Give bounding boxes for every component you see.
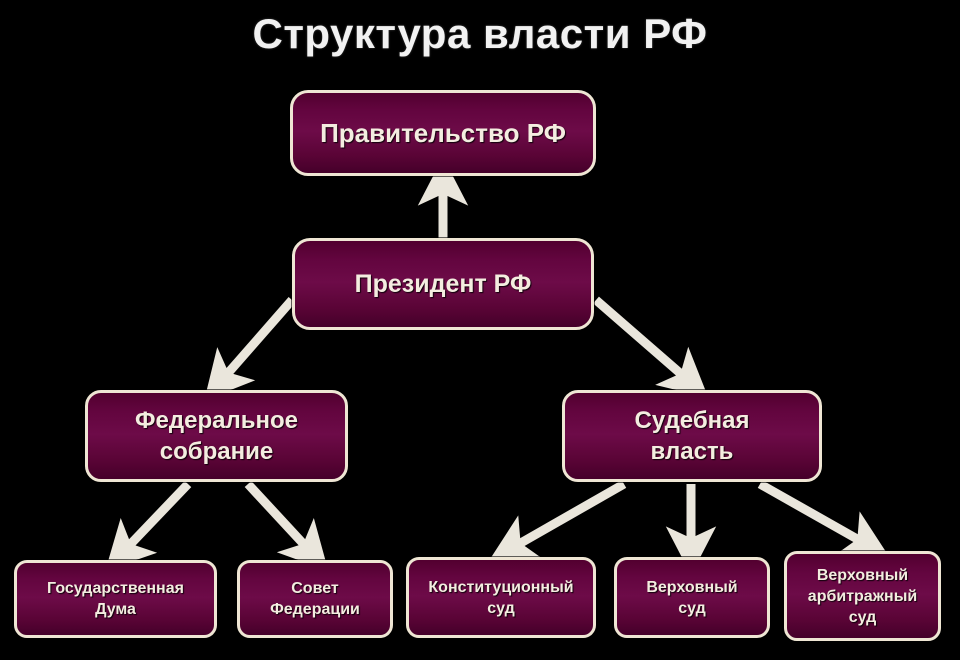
node-supreme-arbitration-court-label: Верховный арбитражный суд	[795, 565, 930, 628]
edge-judicial-branch-to-constitutional-court	[488, 480, 627, 562]
node-constitutional-court-line2: суд	[487, 599, 515, 617]
node-constitutional-court-line1: Конституционный	[428, 578, 574, 596]
node-federation-council-line1: Совет	[291, 580, 339, 597]
edge-federal-assembly-to-state-duma	[105, 480, 192, 571]
node-federation-council-label: Совет Федерации	[248, 578, 382, 620]
node-federal-assembly-line2: собрание	[159, 438, 274, 465]
node-government-label: Правительство РФ	[320, 118, 566, 148]
node-supreme-court-line1: Верховный	[646, 578, 738, 596]
node-state-duma-line1: Государственная	[47, 580, 184, 597]
node-supreme-court-label: Верховный суд	[625, 577, 759, 619]
node-supreme-arbitration-court[interactable]: Верховный арбитражный суд	[784, 551, 941, 641]
node-federation-council[interactable]: Совет Федерации	[237, 560, 393, 638]
node-president-label: Президент РФ	[354, 270, 532, 298]
node-supreme-court[interactable]: Верховный суд	[614, 557, 770, 638]
node-judicial-branch-line1: Судебная	[634, 407, 750, 434]
node-state-duma-line2: Дума	[95, 601, 136, 618]
node-president[interactable]: Президент РФ	[292, 238, 594, 330]
node-federal-assembly-label: Федеральное собрание	[96, 405, 337, 467]
edge-federal-assembly-to-federation-council	[244, 480, 329, 571]
node-supreme-arbitration-court-line3: суд	[848, 608, 877, 626]
node-federal-assembly-line1: Федеральное	[135, 407, 298, 434]
node-state-duma[interactable]: Государственная Дума	[14, 560, 217, 638]
edge-judicial-branch-to-supreme-arbitration-court	[757, 480, 890, 558]
node-supreme-court-line2: суд	[678, 599, 706, 617]
node-supreme-arbitration-court-line2: арбитражный	[807, 587, 918, 605]
node-judicial-branch[interactable]: Судебная власть	[562, 390, 822, 482]
node-state-duma-label: Государственная Дума	[25, 578, 206, 620]
node-supreme-arbitration-court-line1: Верховный	[816, 566, 909, 584]
node-constitutional-court[interactable]: Конституционный суд	[406, 557, 596, 638]
node-federal-assembly[interactable]: Федеральное собрание	[85, 390, 348, 482]
node-judicial-branch-line2: власть	[650, 438, 734, 465]
edge-president-to-federal-assembly	[204, 297, 296, 401]
page-title: Структура власти РФ	[252, 10, 708, 57]
node-constitutional-court-label: Конституционный суд	[417, 577, 585, 619]
node-government[interactable]: Правительство РФ	[290, 90, 596, 176]
node-judicial-branch-label: Судебная власть	[573, 405, 811, 467]
edge-president-to-judicial-branch	[593, 296, 709, 398]
node-federation-council-line2: Федерации	[270, 601, 360, 618]
